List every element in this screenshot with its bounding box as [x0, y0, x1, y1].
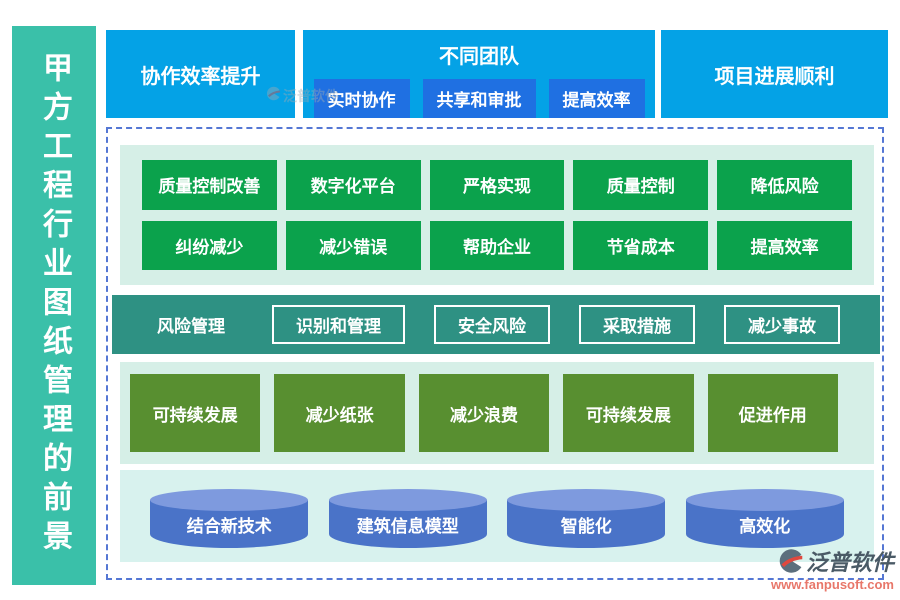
risk-item: 减少事故	[724, 305, 840, 344]
top-box-project-progress-label: 项目进展顺利	[714, 65, 835, 88]
team-button-share-approve: 共享和审批	[422, 79, 536, 118]
tech-cylinder-label: 建筑信息模型	[356, 516, 459, 536]
team-button-realtime: 实时协作	[313, 79, 410, 118]
benefit-box: 提高效率	[717, 220, 852, 270]
tech-cylinder: 智能化	[507, 489, 666, 548]
benefit-box: 数字化平台	[285, 160, 421, 210]
risk-management-band: 风险管理 识别和管理 安全风险 采取措施 减少事故	[112, 295, 880, 354]
top-box-teams: 不同团队 实时协作 共享和审批 提高效率	[303, 30, 655, 118]
sustainability-row: 可持续发展 减少纸张 减少浪费 可持续发展 促进作用	[120, 362, 874, 464]
tech-cylinder-label: 智能化	[560, 516, 612, 536]
main-dashed-container: 质量控制改善 数字化平台 严格实现 质量控制 降低风险 纠纷减少 减少错误 帮助…	[106, 127, 884, 580]
tech-cylinder: 建筑信息模型	[328, 489, 487, 548]
sustainability-box: 减少纸张	[274, 374, 405, 452]
benefit-box: 质量控制改善	[142, 160, 277, 210]
top-box-teams-title: 不同团队	[439, 46, 519, 68]
benefit-box: 质量控制	[573, 160, 709, 210]
technology-row: 结合新技术 建筑信息模型 智能化 高效化	[120, 470, 874, 562]
quality-benefits-row: 质量控制改善 数字化平台 严格实现 质量控制 降低风险 纠纷减少 减少错误 帮助…	[120, 145, 874, 285]
brand-name: 泛普软件	[805, 550, 894, 576]
tech-cylinder: 结合新技术	[150, 489, 309, 548]
top-box-collaboration-label: 协作效率提升	[140, 65, 261, 88]
benefit-box: 纠纷减少	[142, 220, 277, 270]
top-box-teams-buttons: 实时协作 共享和审批 提高效率	[313, 79, 645, 118]
vertical-title-banner: 甲方工程行业图纸管理的前景	[12, 26, 96, 585]
benefit-box: 节省成本	[573, 220, 709, 270]
sustainability-box: 减少浪费	[418, 374, 550, 452]
team-button-efficiency: 提高效率	[548, 79, 645, 118]
top-box-project-progress: 项目进展顺利	[661, 30, 888, 118]
brand-logo-icon	[778, 548, 804, 579]
sustainability-box: 可持续发展	[563, 374, 694, 452]
risk-item: 识别和管理	[272, 305, 405, 344]
sustainability-box: 可持续发展	[130, 374, 261, 452]
brand-site-url: www.fanpusoft.com	[770, 577, 894, 593]
top-box-collaboration: 协作效率提升	[106, 30, 295, 118]
tech-cylinder: 高效化	[685, 489, 844, 548]
risk-band-label: 风险管理	[157, 317, 225, 336]
benefit-box: 减少错误	[285, 220, 421, 270]
tech-cylinder-label: 高效化	[739, 516, 791, 536]
brand-watermark: 泛普软件 www.fanpusoft.com	[771, 548, 894, 592]
risk-item: 采取措施	[579, 305, 695, 344]
sustainability-box: 促进作用	[707, 374, 838, 452]
tech-cylinder-label: 结合新技术	[186, 516, 272, 536]
benefit-box: 严格实现	[429, 160, 565, 210]
benefit-box: 帮助企业	[429, 220, 565, 270]
risk-item: 安全风险	[434, 305, 550, 344]
benefit-box: 降低风险	[717, 160, 852, 210]
